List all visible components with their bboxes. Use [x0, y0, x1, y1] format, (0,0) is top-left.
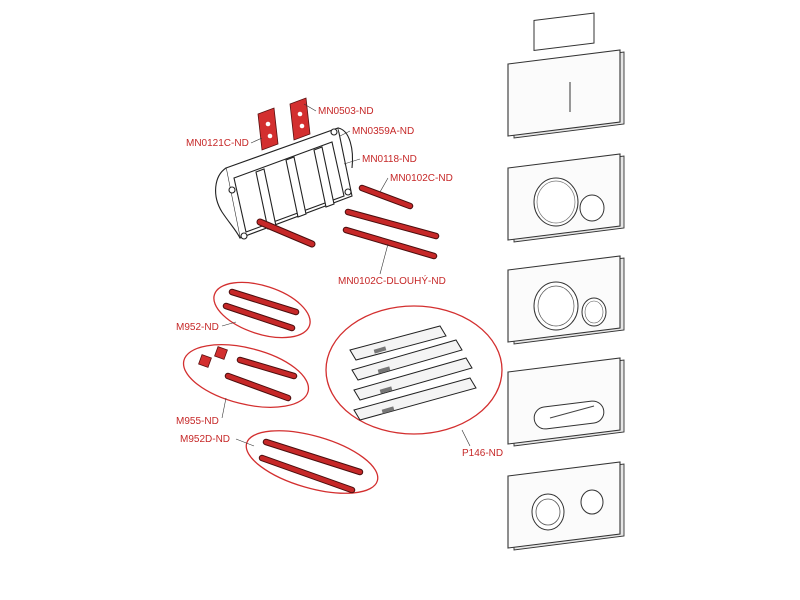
- label-mn0503: MN0503-ND: [318, 106, 374, 117]
- flush-plate-4: [507, 357, 625, 447]
- label-m955: M955-ND: [176, 416, 219, 427]
- label-m952d: M952D-ND: [180, 434, 230, 445]
- mounting-frame: [215, 127, 354, 248]
- label-m952: M952-ND: [176, 322, 219, 333]
- group-m955: [182, 344, 310, 408]
- label-mn0118: MN0118-ND: [362, 154, 417, 165]
- flush-plate-2: [507, 153, 625, 243]
- group-m952d: [245, 430, 379, 494]
- group-p146: [325, 305, 503, 435]
- label-mn0359a: MN0359A-ND: [352, 126, 414, 137]
- label-mn0121c: MN0121C-ND: [186, 138, 249, 149]
- group-m952: [213, 281, 311, 339]
- label-mn0102c-long: MN0102C-DLOUHÝ-ND: [338, 274, 446, 287]
- frame-rods: [342, 184, 440, 260]
- red-clips: [257, 97, 311, 151]
- label-mn0102c: MN0102C-ND: [390, 173, 453, 184]
- flush-plate-5: [507, 461, 625, 551]
- label-p146: P146-ND: [462, 448, 503, 459]
- flush-plate-1: [507, 12, 625, 139]
- flush-plate-3: [507, 255, 625, 345]
